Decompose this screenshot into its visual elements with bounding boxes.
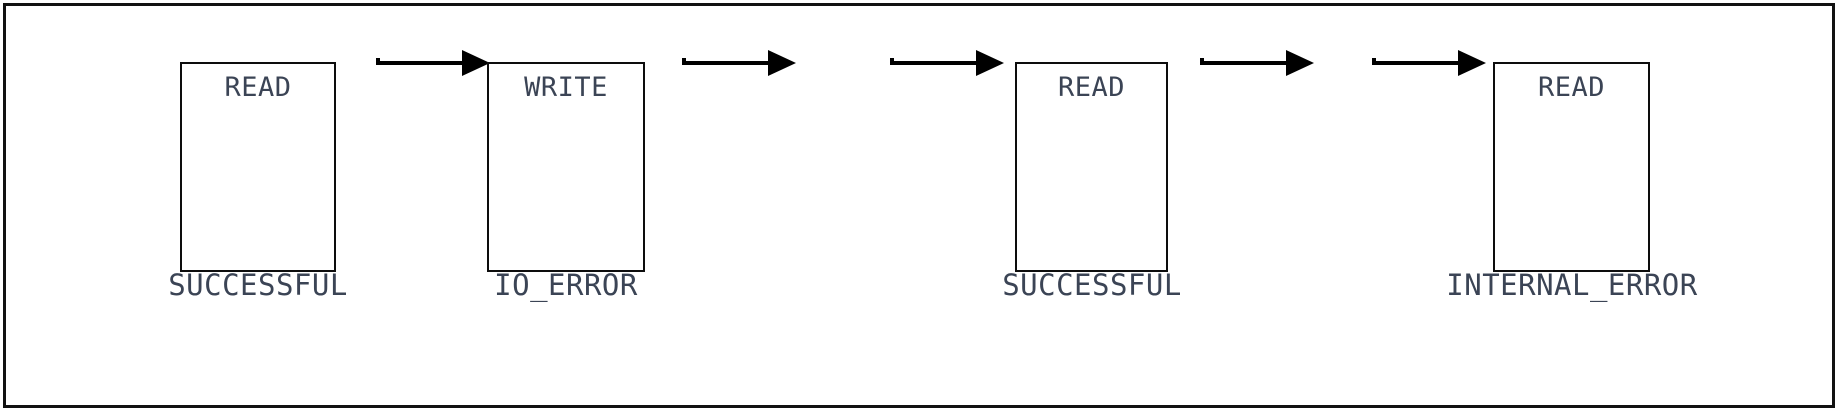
operation-box-4[interactable]: READ bbox=[1493, 62, 1650, 272]
flow-arrow-right-icon bbox=[890, 48, 1006, 78]
operation-result-label-1: SUCCESSFUL bbox=[168, 268, 348, 302]
operation-name: WRITE bbox=[524, 72, 608, 103]
operation-name: READ bbox=[1057, 72, 1126, 103]
flow-arrow-right-icon bbox=[682, 48, 798, 78]
flow-arrow-right-icon bbox=[1200, 48, 1316, 78]
flow-arrow-right-icon bbox=[1372, 48, 1488, 78]
operation-result-label-2: IO_ERROR bbox=[494, 268, 638, 302]
operation-box-2[interactable]: WRITE bbox=[487, 62, 645, 272]
operation-name: READ bbox=[224, 72, 292, 103]
operation-box-1[interactable]: READ bbox=[180, 62, 336, 272]
operation-result-label-4: INTERNAL_ERROR bbox=[1446, 268, 1698, 302]
operation-result-label-3: SUCCESSFUL bbox=[1002, 268, 1182, 302]
flow-arrow-right-icon bbox=[376, 48, 492, 78]
operation-name: READ bbox=[1537, 72, 1606, 103]
operation-box-3[interactable]: READ bbox=[1015, 62, 1168, 272]
